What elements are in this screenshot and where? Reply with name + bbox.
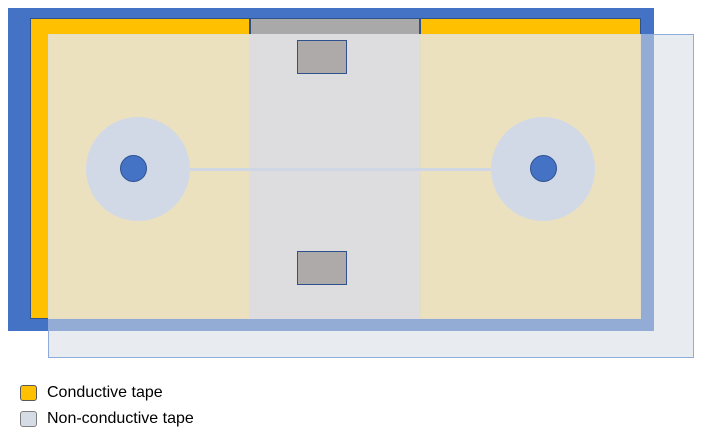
legend-label: Non-conductive tape bbox=[47, 410, 194, 427]
left-electrode-dot bbox=[120, 155, 147, 182]
legend-label: Conductive tape bbox=[47, 384, 163, 401]
right-electrode-dot bbox=[530, 155, 557, 182]
non-conductive-swatch-icon bbox=[20, 411, 37, 427]
top-contact-pad bbox=[297, 40, 347, 74]
bottom-contact-pad bbox=[297, 251, 347, 285]
connecting-trace bbox=[190, 168, 491, 171]
legend-item-conductive: Conductive tape bbox=[20, 382, 163, 404]
conductive-swatch-icon bbox=[20, 385, 37, 401]
legend-item-non-conductive: Non-conductive tape bbox=[20, 408, 194, 430]
